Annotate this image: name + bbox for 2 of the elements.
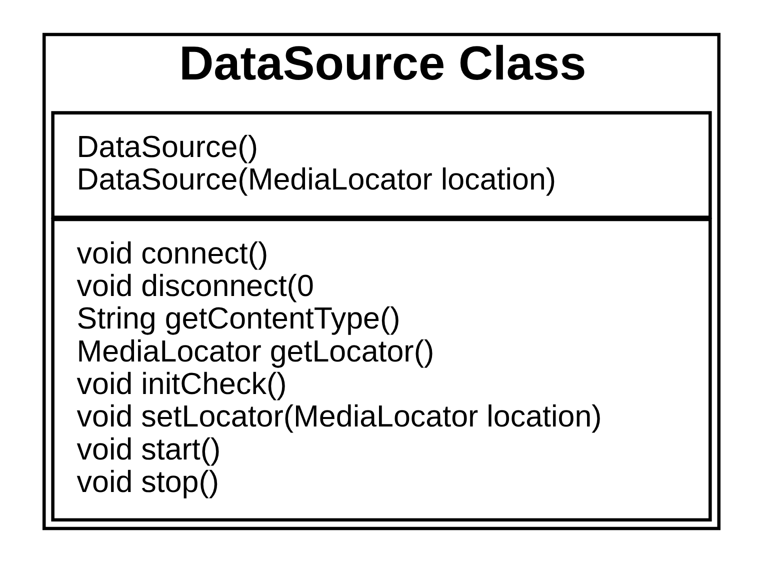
node-box: DataSource() DataSource(MediaLocator location) — [51, 111, 712, 219]
node-box: void connect() void disconnect(0 String getContentType() MediaLocator getLocator() void initCheck() void setLocator(MediaLocator location) void start() void stop() — [51, 218, 712, 522]
